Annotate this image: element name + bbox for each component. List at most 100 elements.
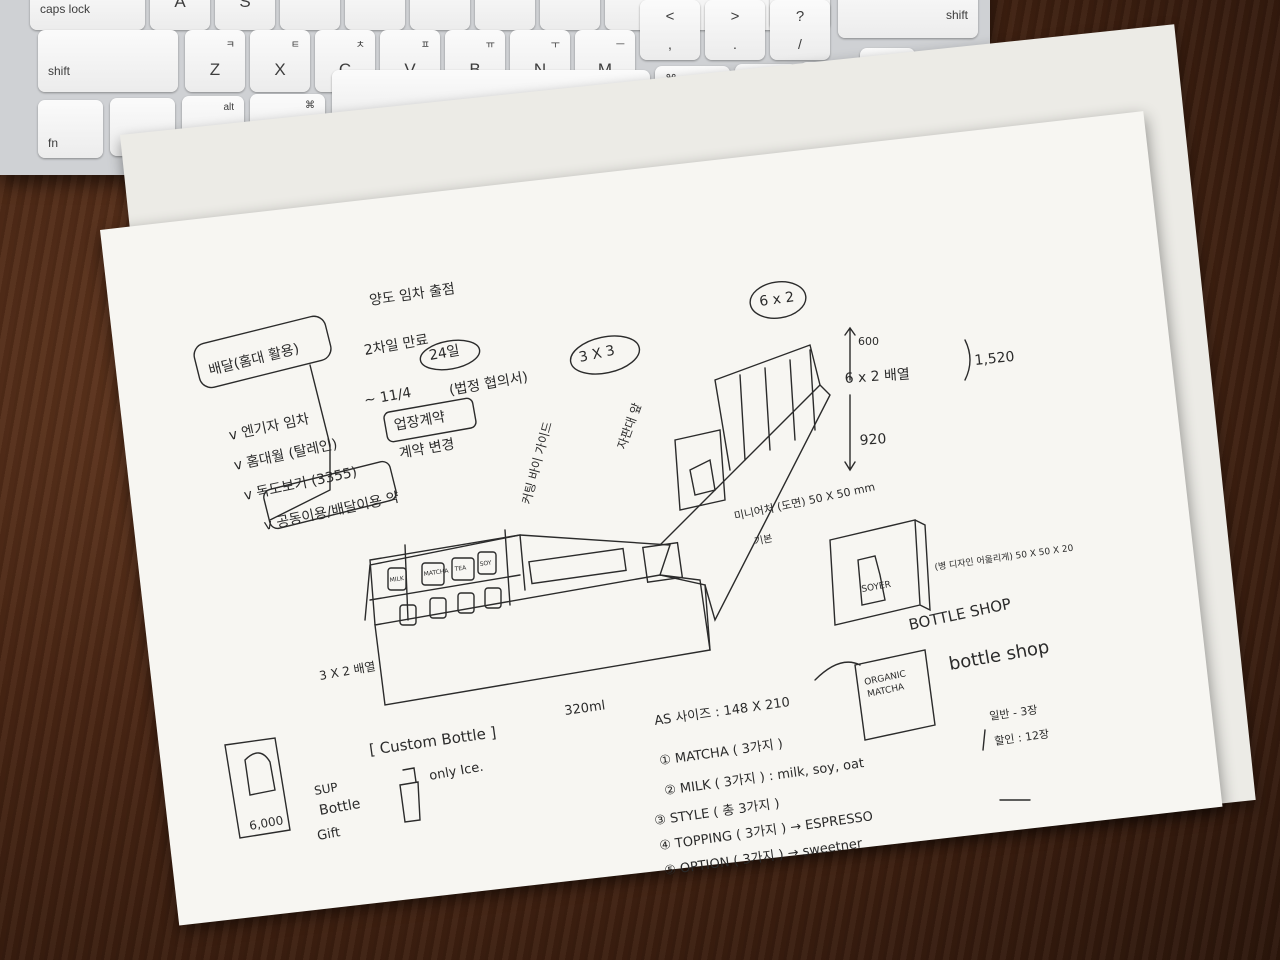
note-mid-6: 계약 변경 xyxy=(398,436,456,461)
note-bottle: Bottle xyxy=(318,796,362,819)
sketch-3x3-circle xyxy=(569,335,641,375)
sketch-arrow-card xyxy=(814,661,861,681)
key-slash-label: ? xyxy=(795,8,805,25)
key-s[interactable]: S xyxy=(215,0,275,30)
sketch-left-box xyxy=(193,315,332,389)
sketch-dim-brace xyxy=(964,339,971,381)
key-comma-sub: , xyxy=(668,36,672,52)
note-option-1: ① MATCHA ( 3가지 ) xyxy=(658,737,783,769)
key-period[interactable]: > . xyxy=(705,0,765,60)
note-6x2: 6 x 2 xyxy=(758,289,795,310)
caps-lock-key[interactable]: caps lock xyxy=(30,0,145,30)
key-m-sub: ㅡ xyxy=(615,40,625,51)
key-h[interactable] xyxy=(475,0,535,30)
sketch-text: 양도 임차 출점 배달(홈대 활용) v 엔기자 임차 v 홈대월 (탈레인) … xyxy=(207,281,1074,879)
shift-right-top-label: shift xyxy=(945,8,968,22)
sketch-vending-box xyxy=(674,429,726,511)
sketch-counter-tray xyxy=(528,547,627,585)
key-period-sub: . xyxy=(733,36,737,52)
note-left-item-2: v 홈대월 (탈레인) xyxy=(233,436,339,474)
note-bottle-shop-2: bottle shop xyxy=(947,637,1051,675)
note-3x2: 3 X 2 배열 xyxy=(318,659,377,683)
note-mid-1: 2차일 만료 xyxy=(363,332,430,359)
sketch-right-shelves xyxy=(714,344,821,471)
note-right-2: 할인 : 12장 xyxy=(994,727,1050,748)
note-custom-bottle: [ Custom Bottle ] xyxy=(368,723,497,759)
sketch-right-counter xyxy=(659,384,831,622)
sketch-dimension-lines xyxy=(844,326,856,472)
note-price: 6,000 xyxy=(248,813,284,833)
command-left-icon: ⌘ xyxy=(305,100,315,111)
key-z-label: Z xyxy=(209,60,221,79)
note-guide: 커팅 바이 가이드 xyxy=(519,420,555,506)
note-jeongye: 자판대 앞 xyxy=(615,401,645,451)
note-bottle-shop-1: BOTTLE SHOP xyxy=(907,595,1013,634)
shift-left-key[interactable]: shift xyxy=(38,30,178,92)
sketch-left-bracket xyxy=(269,364,331,521)
sketch-right-marks xyxy=(982,729,1031,801)
key-d[interactable] xyxy=(280,0,340,30)
key-b-sub: ㅠ xyxy=(485,40,495,51)
fn-key[interactable]: fn xyxy=(38,100,103,158)
note-left-box-1: 배달(홈대 활용) xyxy=(207,341,301,379)
sketch-jars xyxy=(387,551,502,626)
key-s-label: S xyxy=(239,0,251,11)
sketch-small-bottle xyxy=(399,767,421,823)
key-v-sub: ㅍ xyxy=(420,40,430,51)
tag-tea: TEA xyxy=(453,564,467,573)
sketch-matcha-card xyxy=(854,649,936,741)
key-x-label: X xyxy=(274,60,286,79)
key-slash[interactable]: ? / xyxy=(770,0,830,60)
key-x[interactable]: ㅌ X xyxy=(250,30,310,92)
note-box-2: 기본 xyxy=(753,532,773,548)
sketch-product-box xyxy=(829,519,931,626)
note-volume: 320ml xyxy=(563,698,606,719)
shift-left-label: shift xyxy=(48,64,71,78)
note-right-1: 일반 - 3장 xyxy=(988,702,1038,723)
key-x-sub: ㅌ xyxy=(290,40,300,51)
tag-milk: MILK xyxy=(389,575,405,584)
key-z[interactable]: ㅋ Z xyxy=(185,30,245,92)
tag-matcha: MATCHA xyxy=(423,567,450,578)
key-n-sub: ㅜ xyxy=(550,40,560,51)
note-3x3: 3 X 3 xyxy=(578,343,617,366)
note-dim-600: 600 xyxy=(858,335,879,348)
option-left-alt: alt xyxy=(223,102,234,113)
caps-lock-label: caps lock xyxy=(40,2,91,16)
note-mid-3: ~ 11/4 xyxy=(363,385,413,409)
sketch-product-bottle xyxy=(857,555,886,606)
note-box: 미니어처 (도면) 50 X 50 mm xyxy=(733,480,876,523)
sketch-cup xyxy=(224,737,291,839)
key-z-sub: ㅋ xyxy=(225,40,235,51)
note-dim-1520: 1,520 xyxy=(974,349,1016,369)
key-period-label: > xyxy=(730,8,740,25)
key-g[interactable] xyxy=(410,0,470,30)
note-size: AS 사이즈 : 148 X 210 xyxy=(653,695,790,729)
key-b-label: B xyxy=(445,60,505,80)
key-f[interactable] xyxy=(345,0,405,30)
fn-label: fn xyxy=(48,136,59,150)
note-left-item-4: v 공동이용/배달이용 약 xyxy=(263,490,401,534)
note-mid-5: 업장계약 xyxy=(393,409,447,434)
key-j[interactable] xyxy=(540,0,600,30)
key-c-sub: ㅊ xyxy=(355,40,365,51)
sketch-counter-front xyxy=(374,574,711,706)
tag-soy: SOY xyxy=(479,559,492,568)
sketch-counter-side xyxy=(659,574,711,651)
note-gift: Gift xyxy=(316,825,341,844)
note-dim-6x2: 6 x 2 배열 xyxy=(844,366,910,387)
key-comma[interactable]: < , xyxy=(640,0,700,60)
note-sup: SUP xyxy=(313,780,339,798)
key-a-label: A xyxy=(174,0,186,11)
key-v-label: V xyxy=(380,60,440,80)
shift-right-top-key[interactable]: shift xyxy=(838,0,978,38)
sketch-counter-top xyxy=(369,534,671,626)
key-comma-label: < xyxy=(665,8,675,25)
note-only-ice: only Ice. xyxy=(428,760,485,784)
key-a[interactable]: A xyxy=(150,0,210,30)
key-slash-sub: / xyxy=(798,36,802,52)
note-left-item-3: v 독도보기 (3355) xyxy=(243,464,359,504)
note-left-item-1: v 엔기자 임차 xyxy=(228,411,311,444)
note-bottle-label: SOYER xyxy=(861,580,892,595)
